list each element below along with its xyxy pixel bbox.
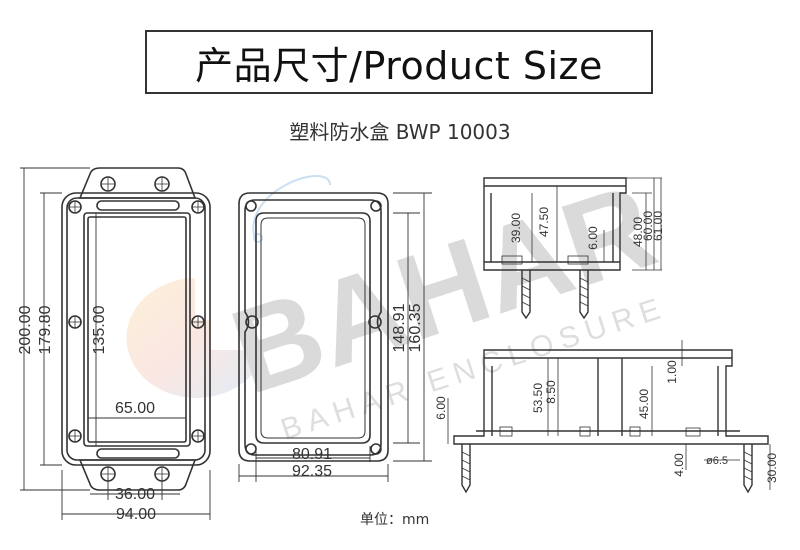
front-bottom-ear xyxy=(78,459,197,491)
dim-rear-inner-width: 80.91 xyxy=(292,446,332,463)
dim-side-bottom-hole: ø6.5 xyxy=(706,455,728,467)
dim-side-top-small: 6.00 xyxy=(586,226,600,250)
rear-corner-holes xyxy=(245,200,382,455)
dim-side-top-h1: 48.00 xyxy=(631,217,645,247)
dim-rear-outer-height: 160.35 xyxy=(407,303,424,352)
dim-side-bottom-bolt: 30.00 xyxy=(765,453,779,483)
dim-side-bottom-foot: 4.00 xyxy=(672,453,686,477)
dim-front-body-height: 179.80 xyxy=(37,305,54,354)
dim-front-window-width: 65.00 xyxy=(115,400,155,417)
front-mounting-holes xyxy=(68,176,205,482)
watermark-logo-mark xyxy=(126,278,265,398)
dim-side-top-depth-b: 47.50 xyxy=(537,207,551,237)
side-bottom-body xyxy=(453,349,769,445)
watermark: BAHAR BAHAR ENCLOSURE xyxy=(126,158,671,447)
dim-rear-inner-height: 148.91 xyxy=(391,303,408,352)
rear-view xyxy=(238,192,432,482)
unit-label: 单位：mm xyxy=(360,512,430,528)
front-view xyxy=(20,167,211,520)
dim-side-top-depth-a: 39.00 xyxy=(509,213,523,243)
dim-side-bottom-b: 8.50 xyxy=(544,380,558,404)
dim-side-bottom-flange: 6.00 xyxy=(434,396,448,420)
dim-side-top-h2: 60.00 xyxy=(641,211,655,241)
front-body-outline xyxy=(61,192,211,466)
dim-front-hole-spacing: 36.00 xyxy=(115,486,155,503)
dim-side-bottom-c: 45.00 xyxy=(637,389,651,419)
page-title: 产品尺寸/Product Size xyxy=(195,43,603,88)
dim-side-bottom-a: 53.50 xyxy=(531,383,545,413)
side-bottom-screw-left xyxy=(461,444,471,494)
dim-side-bottom-wall: 1.00 xyxy=(665,360,679,384)
front-window xyxy=(83,212,191,447)
side-view-bottom xyxy=(447,340,771,494)
side-bottom-screw-right xyxy=(743,444,753,494)
rear-inner-outline xyxy=(255,212,371,444)
rear-outer-outline xyxy=(238,192,389,462)
side-view-top xyxy=(483,177,662,320)
product-subtitle: 塑料防水盒 BWP 10003 xyxy=(289,120,511,144)
dim-side-top-h3: 61.00 xyxy=(651,211,665,241)
dim-front-window-height: 135.00 xyxy=(91,305,108,354)
watermark-swoosh xyxy=(252,175,331,241)
title-box: 产品尺寸/Product Size xyxy=(145,30,653,94)
dim-rear-outer-width: 92.35 xyxy=(292,463,332,480)
dim-front-total-height: 200.00 xyxy=(17,305,34,354)
dim-front-total-width: 94.00 xyxy=(116,506,156,523)
